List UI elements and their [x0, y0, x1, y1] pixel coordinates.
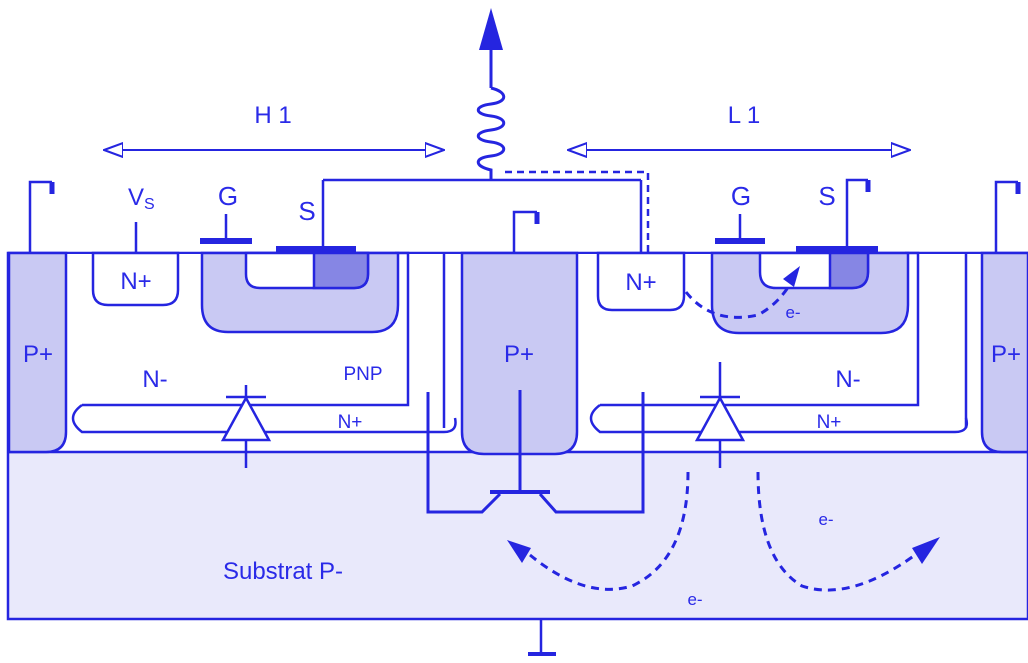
nminus-left-label: N-: [142, 366, 167, 393]
nplus-right-contact: [596, 251, 686, 312]
source-right-label: S: [818, 181, 835, 211]
source-left-label: S: [298, 196, 315, 226]
nplus-buried-right-label: N+: [817, 412, 842, 433]
transistor-icon: [426, 390, 645, 514]
gate-left-label: G: [218, 181, 238, 211]
electron-flow-right-arrowhead: [912, 537, 940, 564]
gate-right-label: G: [731, 181, 751, 211]
ground-icon: [528, 620, 556, 656]
ground-icon: [28, 180, 55, 253]
ground-icon: [994, 180, 1021, 253]
pplus-center-region: [460, 251, 579, 456]
nplus-buried-left-label: N+: [338, 412, 363, 433]
source-right-ground-lead: [845, 178, 868, 246]
source-right-nplus: [828, 251, 870, 290]
pplus-left-label: P+: [23, 341, 53, 368]
pplus-right-region: [980, 251, 1028, 454]
pplus-center-label: P+: [504, 341, 534, 368]
gate-left-plate: [200, 238, 252, 244]
nplus-left-label: N+: [120, 268, 151, 295]
electron-flow-left: [529, 471, 690, 591]
nminus-right-boundary: [600, 251, 920, 407]
electron-flow-left-arrowhead: [507, 540, 531, 563]
inductor-icon: [476, 60, 506, 180]
diode-icon: [220, 385, 272, 468]
electron-label-bottom: e-: [687, 590, 702, 609]
nplus-right-label: N+: [625, 269, 656, 296]
nplus-left-contact: [91, 251, 180, 307]
pplus-right-label: P+: [991, 341, 1021, 368]
source-left-nplus: [312, 251, 370, 290]
pnp-label: PNP: [343, 364, 382, 385]
substrate-label: Substrat P-: [223, 558, 343, 585]
electron-flow-top-arrowhead: [783, 266, 800, 287]
l1-label: L 1: [728, 102, 760, 129]
h1-label: H 1: [254, 102, 291, 129]
gate-right-plate: [715, 238, 765, 244]
vs-label: VS: [128, 184, 155, 213]
arrow-up-icon: [479, 8, 503, 62]
source-left-plate: [276, 246, 356, 253]
dashed-current-path: [505, 170, 650, 253]
source-right-plate: [796, 246, 878, 253]
electron-label-right: e-: [818, 510, 833, 529]
electron-label-top: e-: [785, 303, 800, 322]
pplus-left-region: [7, 251, 68, 454]
nminus-right-label: N-: [835, 366, 860, 393]
electron-flow-top: [684, 274, 797, 319]
diode-icon: [694, 362, 746, 468]
electron-flow-right: [756, 471, 916, 592]
ground-icon: [512, 210, 540, 253]
